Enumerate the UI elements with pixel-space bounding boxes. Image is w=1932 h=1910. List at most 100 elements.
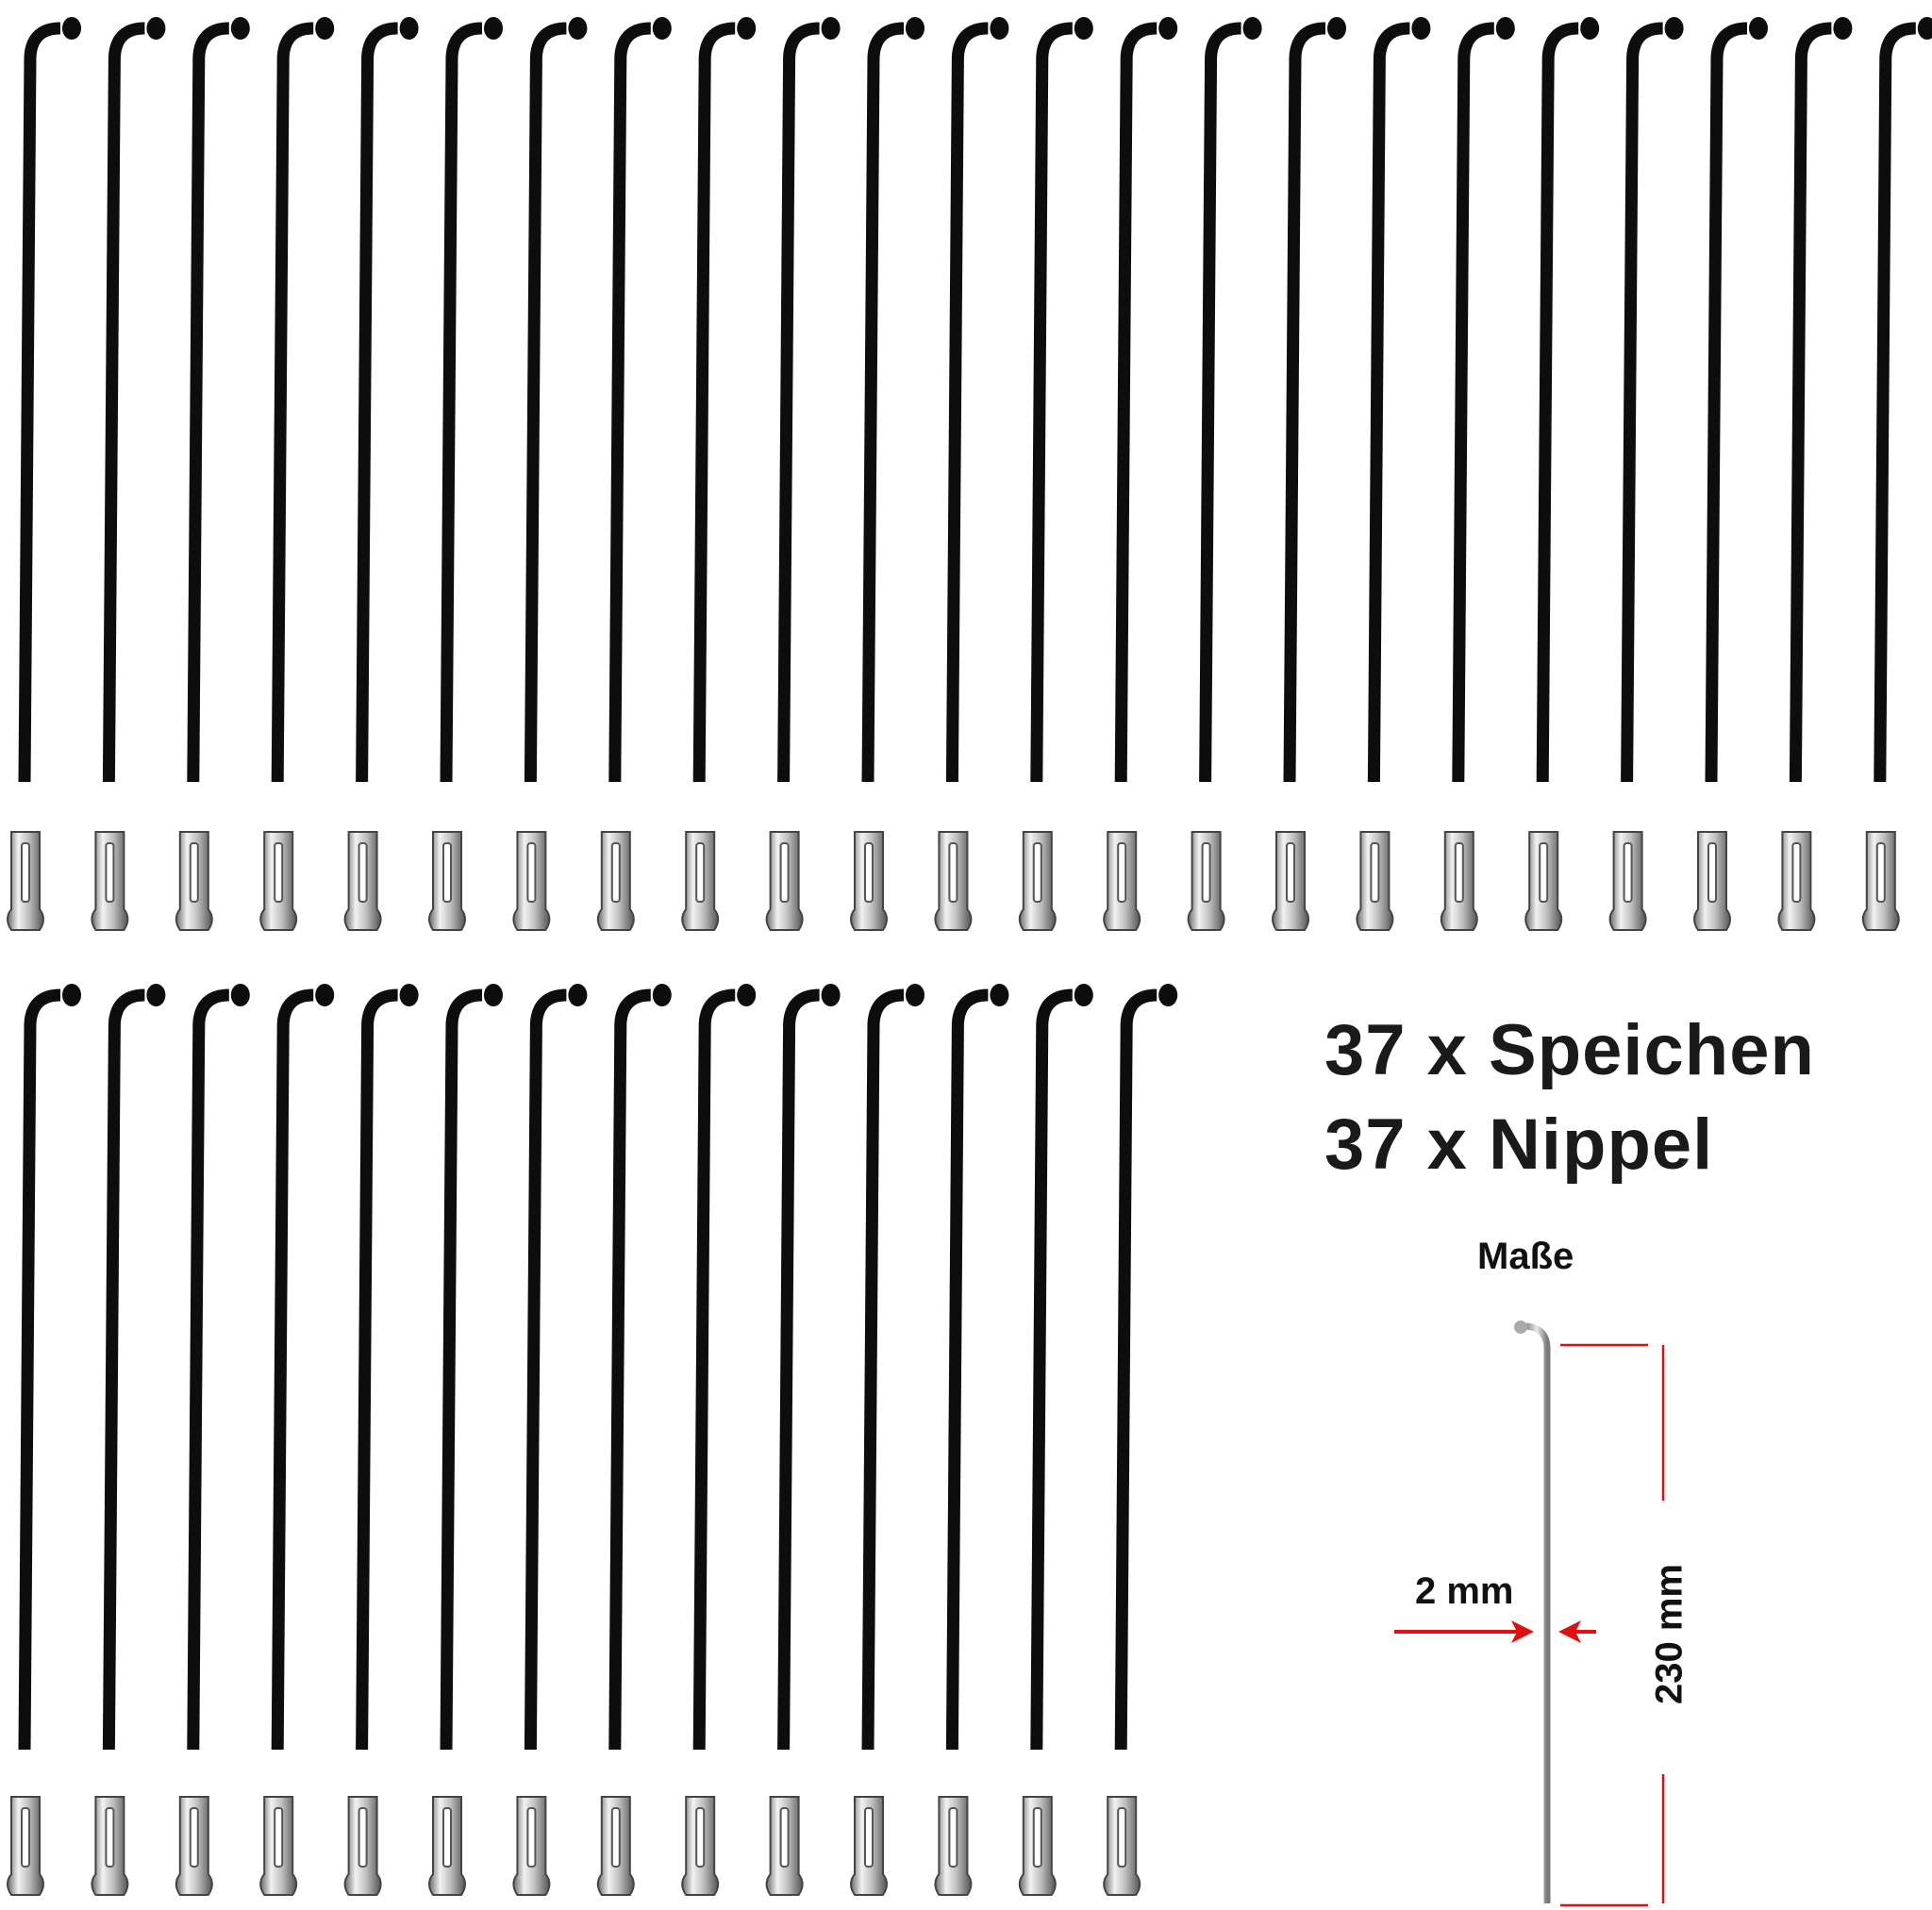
spoke-head bbox=[990, 984, 1009, 1006]
spoke bbox=[440, 988, 483, 1751]
nipple-slot bbox=[695, 1807, 706, 1868]
nipple-slot bbox=[21, 842, 30, 903]
nipple-slot bbox=[526, 1807, 537, 1868]
spoke-head bbox=[1074, 17, 1093, 40]
spoke-head bbox=[230, 984, 250, 1006]
nipple-slot bbox=[274, 1807, 284, 1868]
nipple-slot bbox=[105, 1807, 115, 1868]
spoke-head bbox=[399, 984, 419, 1006]
spoke-head bbox=[1495, 17, 1515, 40]
spoke bbox=[187, 988, 230, 1751]
nipple-slot bbox=[610, 842, 621, 903]
nipple-slot bbox=[442, 842, 452, 903]
spoke-head bbox=[1580, 17, 1600, 40]
nipple-slot bbox=[695, 842, 706, 903]
spoke bbox=[608, 22, 652, 783]
spoke bbox=[271, 22, 314, 783]
spoke bbox=[608, 988, 652, 1751]
nipple-slot bbox=[1370, 842, 1380, 903]
spoke bbox=[777, 988, 820, 1751]
spoke bbox=[1789, 22, 1832, 783]
spoke bbox=[18, 22, 61, 783]
nipple-slot bbox=[779, 1807, 790, 1868]
nipple-slot bbox=[1791, 842, 1802, 903]
spoke-head bbox=[1749, 17, 1768, 40]
spoke-head bbox=[484, 17, 503, 40]
spoke bbox=[524, 988, 567, 1751]
spoke bbox=[102, 988, 145, 1751]
spoke bbox=[1199, 22, 1241, 783]
spoke bbox=[1874, 22, 1917, 783]
spoke bbox=[945, 22, 989, 783]
spoke-count-label: 37 x Speichen bbox=[1324, 1010, 1815, 1090]
spoke bbox=[861, 988, 905, 1751]
nipple-slot bbox=[358, 1807, 368, 1868]
spoke-head bbox=[906, 984, 924, 1006]
spoke-head bbox=[146, 17, 166, 40]
spoke-head bbox=[230, 17, 250, 40]
spoke bbox=[356, 22, 398, 783]
spoke-head bbox=[1242, 17, 1262, 40]
spoke-head bbox=[399, 17, 419, 40]
sample-spoke bbox=[1525, 1322, 1551, 1903]
spoke bbox=[356, 988, 398, 1751]
spoke bbox=[692, 988, 736, 1751]
dimension-diagram bbox=[1394, 1320, 1665, 1907]
spoke-head bbox=[1158, 984, 1178, 1006]
nipple-slot bbox=[1201, 842, 1211, 903]
spoke bbox=[1367, 22, 1410, 783]
spoke bbox=[18, 988, 61, 1751]
dimensions-heading: Maße bbox=[1477, 1236, 1574, 1277]
spoke-head bbox=[821, 17, 841, 40]
spoke-head bbox=[62, 984, 81, 1006]
spoke bbox=[1452, 22, 1495, 783]
spoke bbox=[102, 22, 145, 783]
nipple-slot bbox=[1539, 842, 1549, 903]
spoke-head bbox=[821, 984, 841, 1006]
nipple-slot bbox=[274, 842, 284, 903]
nipple-slot bbox=[21, 1807, 30, 1868]
nipple-slot bbox=[1454, 842, 1464, 903]
nipple-slot bbox=[442, 1807, 452, 1868]
nipple-slot bbox=[358, 842, 368, 903]
length-label: 230 mm bbox=[1648, 1564, 1690, 1704]
spoke-head bbox=[62, 17, 81, 40]
nipple-slot bbox=[1117, 1807, 1127, 1868]
spoke-head bbox=[146, 984, 166, 1006]
spoke-head bbox=[1411, 17, 1431, 40]
spoke-head bbox=[1327, 17, 1346, 40]
spoke bbox=[1705, 22, 1748, 783]
nipple-slot bbox=[189, 1807, 199, 1868]
spoke bbox=[440, 22, 483, 783]
nipple-slot bbox=[864, 842, 874, 903]
spoke bbox=[861, 22, 905, 783]
spoke-head bbox=[1833, 17, 1853, 40]
spoke-head bbox=[1158, 17, 1178, 40]
spoke-grid bbox=[7, 17, 1932, 1896]
spoke-head bbox=[737, 984, 757, 1006]
spoke bbox=[271, 988, 314, 1751]
spoke bbox=[1030, 988, 1074, 1751]
spoke bbox=[187, 22, 230, 783]
nipple-slot bbox=[864, 1807, 874, 1868]
spoke bbox=[1283, 22, 1326, 783]
nipple-slot bbox=[948, 1807, 958, 1868]
spoke bbox=[692, 22, 736, 783]
spoke bbox=[1536, 22, 1579, 783]
spoke bbox=[777, 22, 820, 783]
nipple-slot bbox=[779, 842, 790, 903]
spoke-head bbox=[315, 984, 335, 1006]
spoke-head bbox=[568, 984, 588, 1006]
spoke-head bbox=[737, 17, 757, 40]
nipple-slot bbox=[948, 842, 958, 903]
nipple-count-label: 37 x Nippel bbox=[1324, 1104, 1714, 1185]
spoke bbox=[1114, 988, 1158, 1751]
nipple-slot bbox=[189, 842, 199, 903]
spoke-head bbox=[568, 17, 588, 40]
nipple-slot bbox=[526, 842, 537, 903]
spoke-head bbox=[652, 17, 672, 40]
spoke bbox=[1621, 22, 1663, 783]
nipple-slot bbox=[1707, 842, 1717, 903]
nipple-slot bbox=[610, 1807, 621, 1868]
